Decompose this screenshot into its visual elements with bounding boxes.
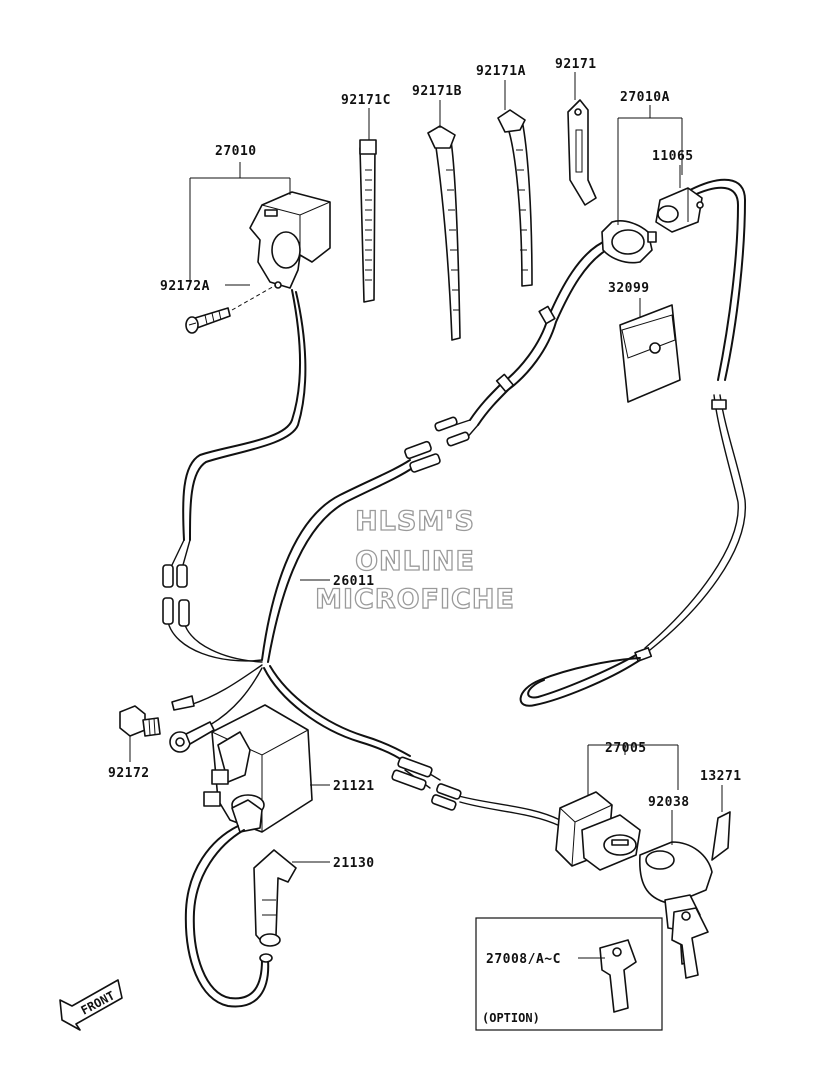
label-92171B[interactable]: 92171B bbox=[412, 84, 462, 99]
switch-11065[interactable] bbox=[655, 187, 704, 233]
cable-tie-92171A[interactable] bbox=[497, 109, 533, 287]
label-11065[interactable]: 11065 bbox=[652, 149, 694, 164]
switch-27010[interactable] bbox=[249, 191, 331, 289]
cover-92038[interactable] bbox=[639, 841, 713, 905]
label-27010A[interactable]: 27010A bbox=[620, 90, 670, 105]
ignition-coil-21121[interactable] bbox=[203, 704, 313, 833]
watermark: HLSM'S ONLINE MICROFICHE bbox=[314, 505, 515, 615]
key-set[interactable] bbox=[664, 894, 709, 979]
pouch-32099[interactable] bbox=[619, 304, 681, 403]
ht-lead bbox=[184, 825, 273, 1008]
label-13271[interactable]: 13271 bbox=[700, 769, 742, 784]
label-92038[interactable]: 92038 bbox=[648, 795, 690, 810]
label-27005[interactable]: 27005 bbox=[605, 741, 647, 756]
clamp-92171[interactable] bbox=[567, 99, 597, 206]
bolt-92172[interactable] bbox=[119, 705, 161, 737]
label-21130[interactable]: 21130 bbox=[333, 856, 375, 871]
label-92171[interactable]: 92171 bbox=[555, 57, 597, 72]
wire-harness-26011[interactable] bbox=[167, 289, 415, 763]
connector-pair-upper bbox=[404, 416, 470, 473]
part-labels: 27010 92172A 92171C 92171B 92171A 92171 … bbox=[108, 57, 742, 1025]
watermark-line1: HLSM'S bbox=[355, 506, 475, 537]
ring-terminal bbox=[169, 695, 215, 753]
cable-tie-92171B[interactable] bbox=[427, 125, 461, 341]
screw-92172A[interactable] bbox=[185, 307, 231, 334]
label-27008[interactable]: 27008/A~C bbox=[486, 952, 561, 967]
plug-cap-21130[interactable] bbox=[253, 849, 297, 947]
front-arrow: FRONT bbox=[59, 979, 123, 1031]
label-92171C[interactable]: 92171C bbox=[341, 93, 391, 108]
plate-13271[interactable] bbox=[711, 811, 731, 861]
connector-pair-lower bbox=[391, 756, 462, 811]
screw-guide-line bbox=[231, 284, 277, 311]
label-92172A[interactable]: 92172A bbox=[160, 279, 210, 294]
label-92171A[interactable]: 92171A bbox=[476, 64, 526, 79]
switch-27010A[interactable] bbox=[601, 220, 657, 264]
label-27010[interactable]: 27010 bbox=[215, 144, 257, 159]
harness-11065[interactable] bbox=[519, 178, 746, 707]
key-27008[interactable] bbox=[599, 939, 637, 1013]
watermark-line2: ONLINE bbox=[355, 546, 475, 577]
option-box bbox=[475, 917, 663, 1031]
watermark-line3: MICROFICHE bbox=[315, 584, 515, 615]
label-option: (OPTION) bbox=[482, 1011, 540, 1025]
ignition-switch-27005[interactable] bbox=[555, 791, 641, 871]
harness-27005[interactable] bbox=[391, 756, 561, 827]
label-21121[interactable]: 21121 bbox=[333, 779, 375, 794]
cable-tie-92171C[interactable] bbox=[359, 139, 377, 303]
harness-27010A[interactable] bbox=[404, 239, 615, 473]
label-92172[interactable]: 92172 bbox=[108, 766, 150, 781]
label-26011[interactable]: 26011 bbox=[333, 574, 375, 589]
label-32099[interactable]: 32099 bbox=[608, 281, 650, 296]
connector-pair-left bbox=[162, 564, 190, 627]
leader-lines bbox=[129, 72, 723, 959]
